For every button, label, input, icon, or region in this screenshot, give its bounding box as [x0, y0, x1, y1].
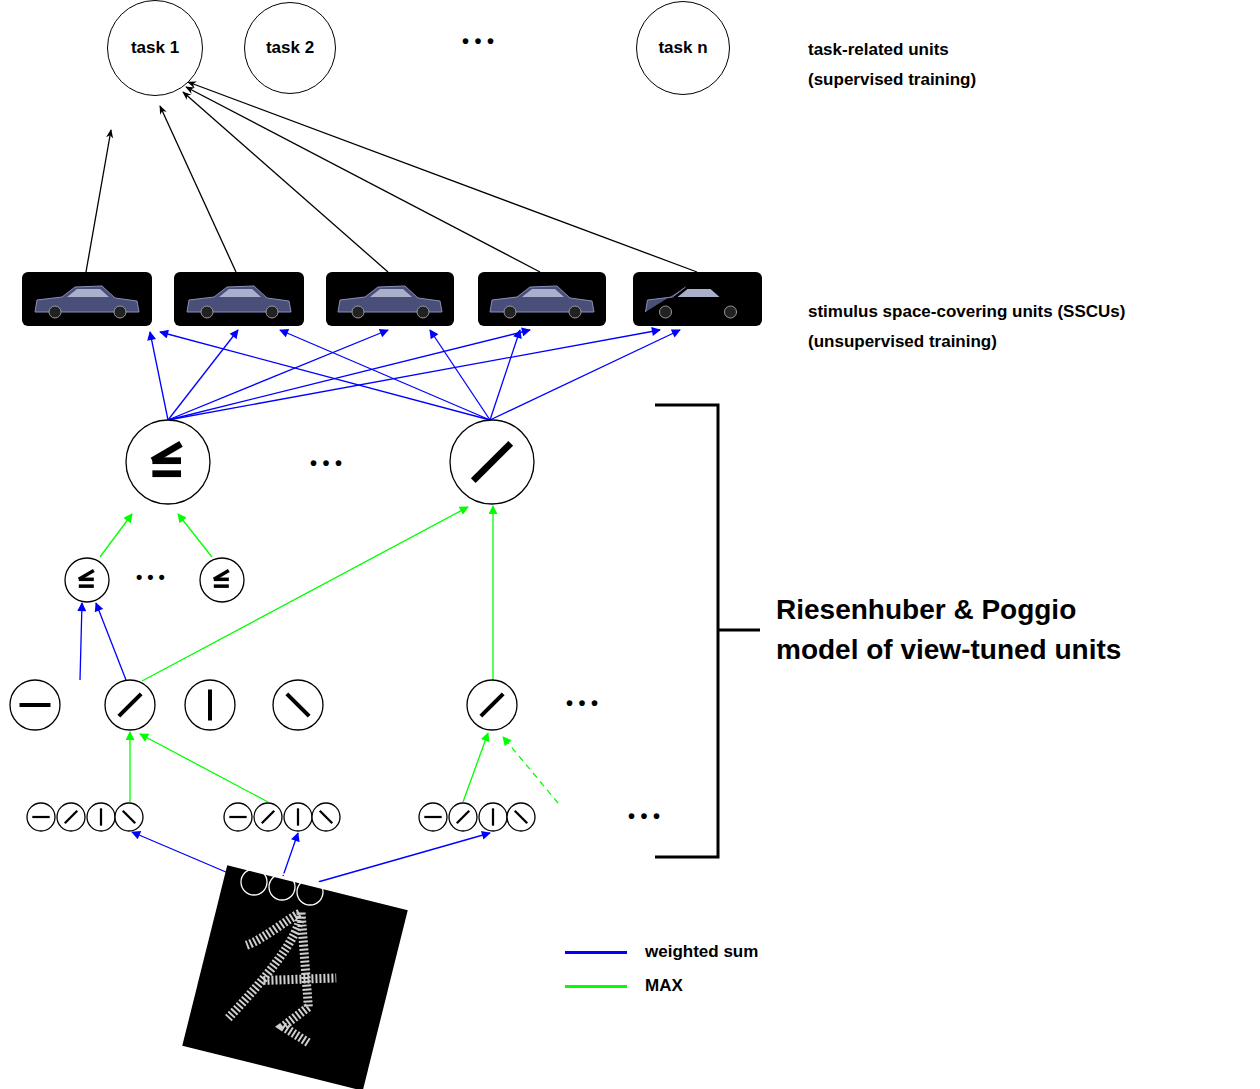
ellipsis: • • •: [566, 692, 598, 715]
level-label: (supervised training): [808, 70, 976, 90]
task-unit: task 1: [107, 0, 203, 96]
legend-row: MAX: [565, 976, 683, 996]
ellipsis: • • •: [136, 567, 165, 588]
feature-units: [10, 420, 535, 831]
unit-label: task 2: [266, 38, 314, 58]
model-label: model of view-tuned units: [776, 634, 1121, 666]
legend-text: MAX: [645, 976, 683, 996]
receptive-fields: [241, 869, 323, 905]
weighted-sum-lines: [80, 330, 680, 882]
sscu-images: [22, 272, 762, 326]
ellipsis: • • •: [310, 452, 342, 475]
legend-swatch: [565, 951, 627, 954]
task-arrows: [86, 82, 697, 272]
legend-text: weighted sum: [645, 942, 758, 962]
level-label: stimulus space-covering units (SSCUs): [808, 302, 1125, 322]
unit-label: task n: [658, 38, 707, 58]
input-image: [182, 865, 407, 1089]
ellipsis: • • •: [462, 30, 494, 53]
legend-swatch: [565, 985, 627, 988]
bracket: [655, 405, 760, 857]
unit-label: task 1: [131, 38, 179, 58]
legend-row: weighted sum: [565, 942, 758, 962]
max-lines: [100, 506, 558, 803]
model-label: Riesenhuber & Poggio: [776, 594, 1076, 626]
level-label: task-related units: [808, 40, 949, 60]
ellipsis: • • •: [628, 805, 660, 828]
task-unit: task n: [636, 1, 730, 95]
task-unit: task 2: [244, 2, 336, 94]
level-label: (unsupervised training): [808, 332, 997, 352]
